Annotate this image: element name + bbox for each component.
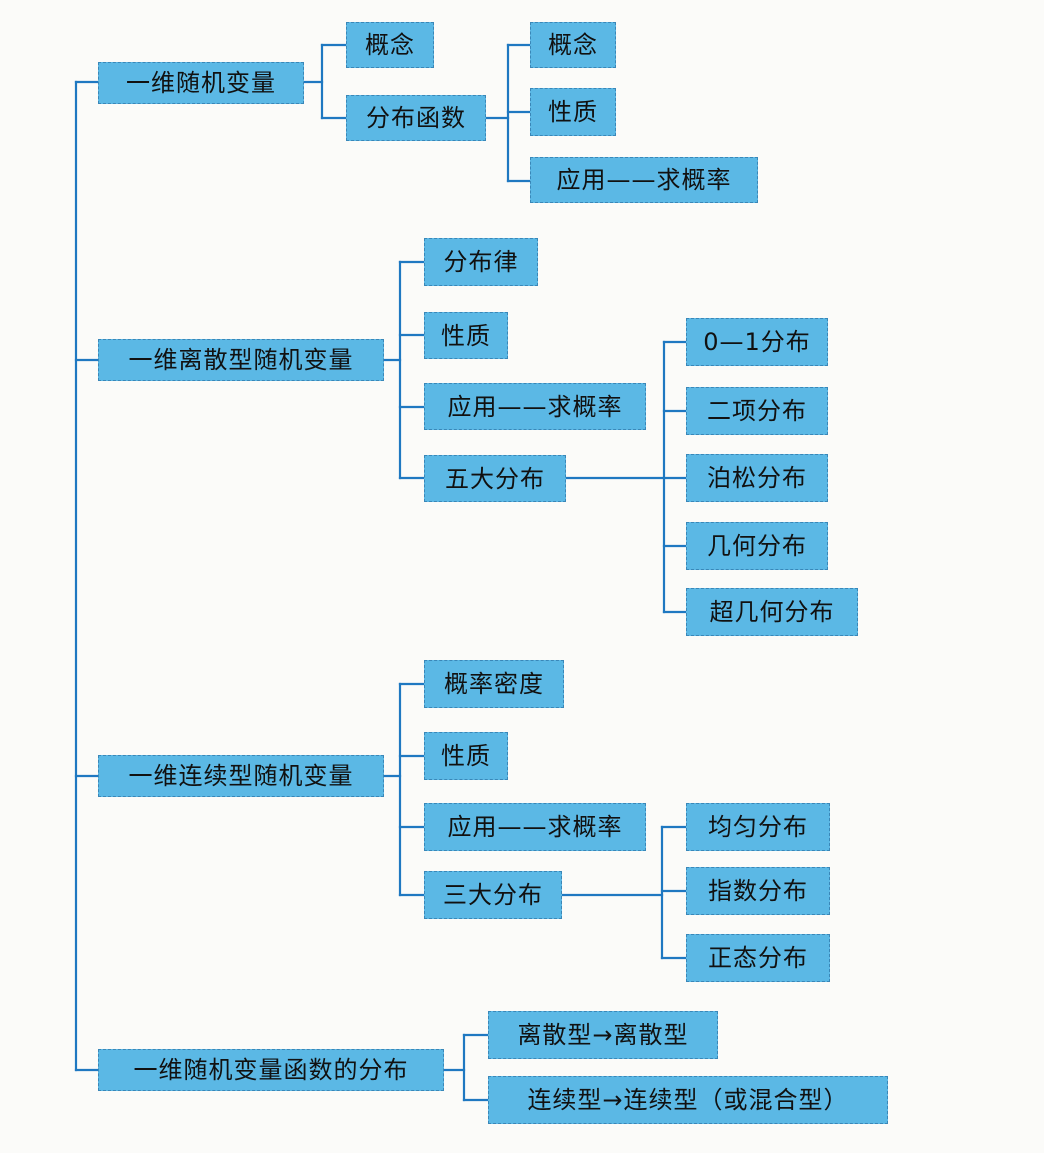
node-continuous-to-continuous: 连续型→连续型（或混合型）	[488, 1076, 888, 1124]
node-geometric: 几何分布	[686, 522, 828, 570]
node-continuous-property: 性质	[424, 732, 508, 780]
node-uniform: 均匀分布	[686, 803, 830, 851]
node-binomial: 二项分布	[686, 387, 828, 435]
node-pmf: 分布律	[424, 238, 538, 286]
node-hypergeometric: 超几何分布	[686, 588, 858, 636]
node-five-distributions: 五大分布	[424, 455, 566, 502]
node-function-distribution: 一维随机变量函数的分布	[98, 1049, 444, 1091]
node-poisson: 泊松分布	[686, 454, 828, 502]
node-three-distributions: 三大分布	[424, 871, 562, 919]
node-continuous-application: 应用——求概率	[424, 803, 646, 851]
node-random-variable: 一维随机变量	[98, 62, 304, 104]
node-concept: 概念	[346, 22, 434, 68]
node-exponential: 指数分布	[686, 867, 830, 915]
node-cdf-concept: 概念	[530, 22, 616, 68]
node-continuous-random-variable: 一维连续型随机变量	[98, 755, 384, 797]
node-cdf: 分布函数	[346, 95, 486, 141]
node-discrete-application: 应用——求概率	[424, 383, 646, 430]
node-normal: 正态分布	[686, 934, 830, 982]
node-bernoulli: 0—1分布	[686, 318, 828, 366]
node-discrete-random-variable: 一维离散型随机变量	[98, 339, 384, 381]
node-discrete-to-discrete: 离散型→离散型	[488, 1011, 718, 1059]
node-discrete-property: 性质	[424, 312, 508, 359]
node-cdf-property: 性质	[530, 88, 616, 136]
node-cdf-application: 应用——求概率	[530, 157, 758, 203]
node-pdf: 概率密度	[424, 660, 564, 708]
